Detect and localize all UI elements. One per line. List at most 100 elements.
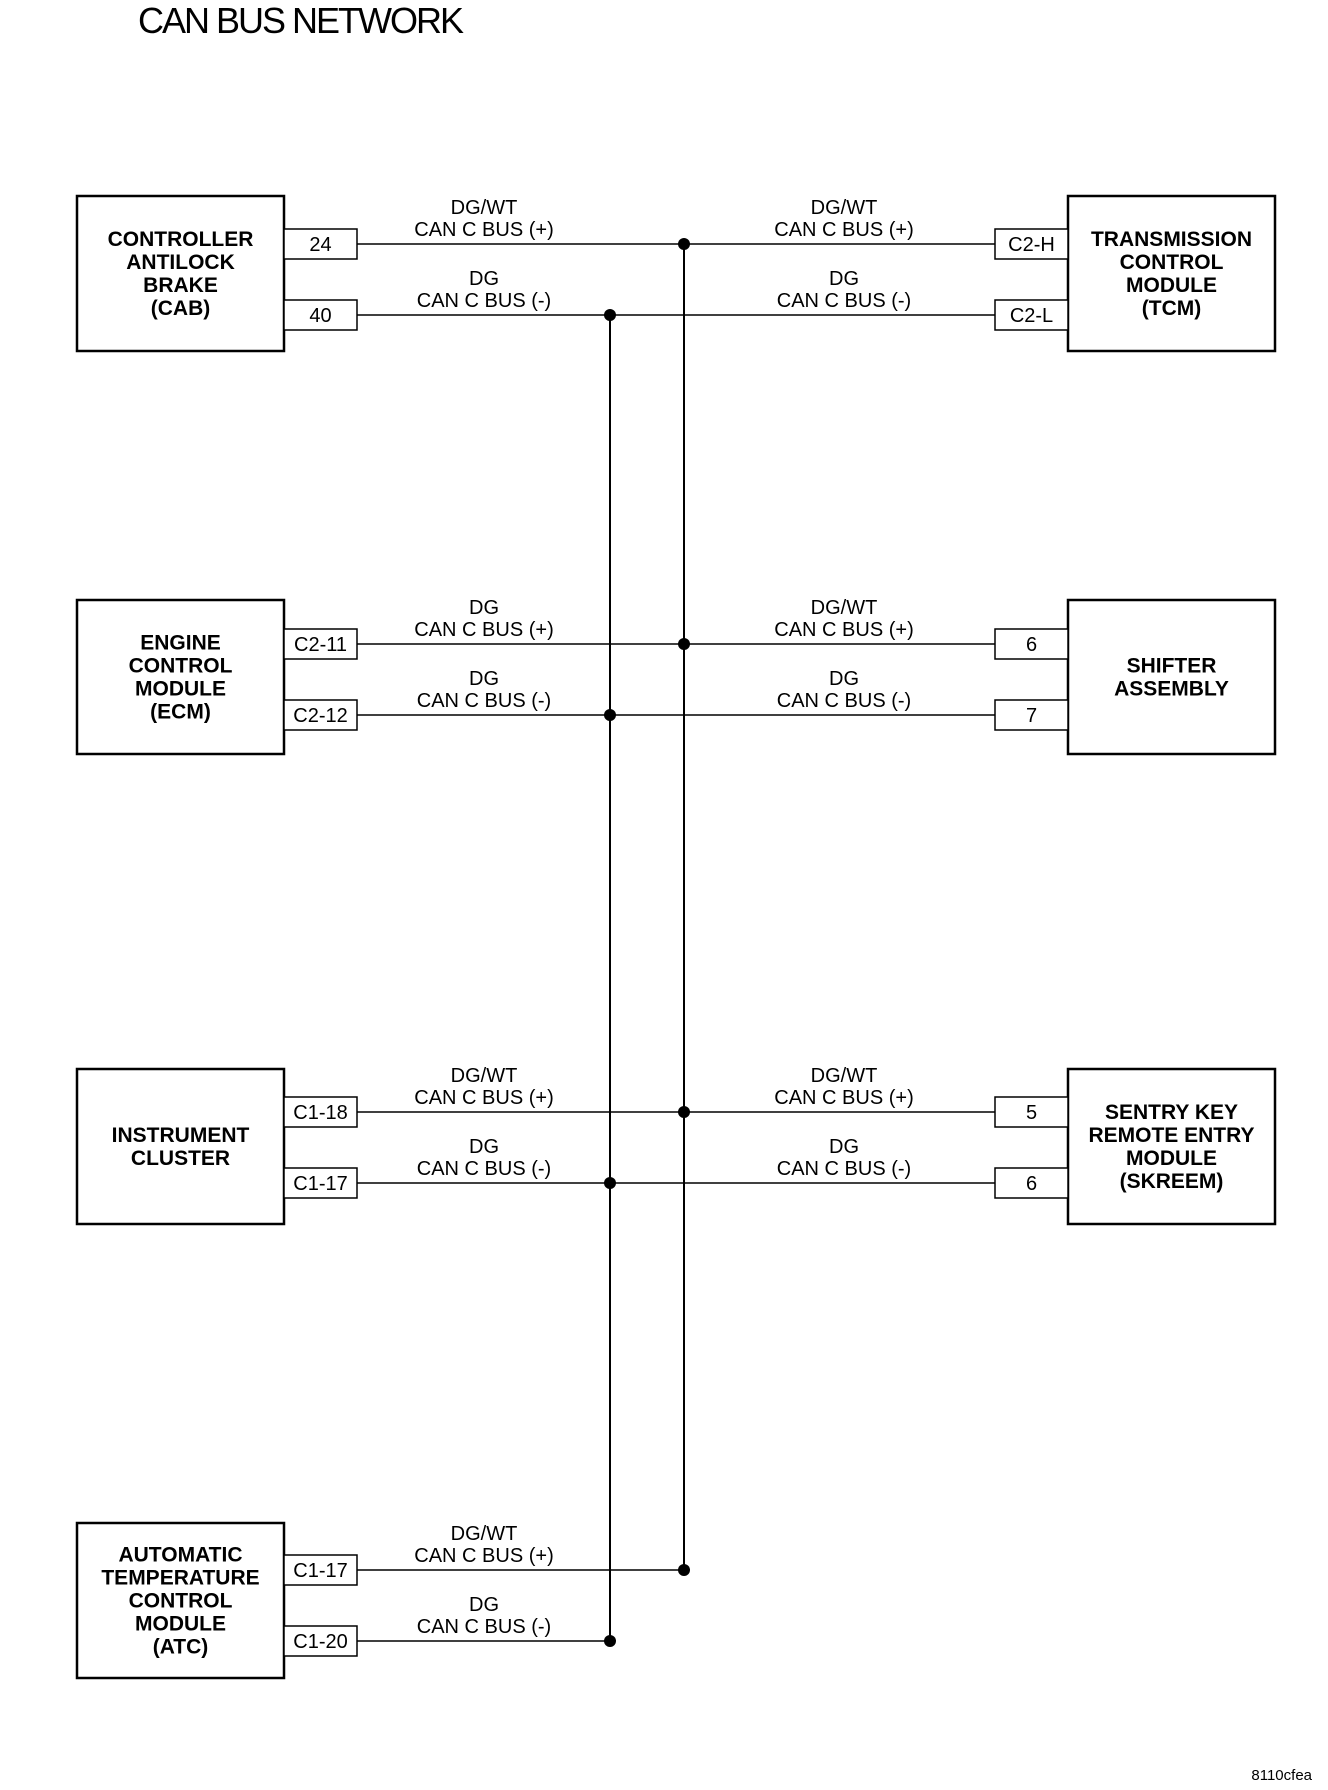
- pin-label: 24: [309, 234, 331, 256]
- wire-signal-label: CAN C BUS (-): [417, 1616, 551, 1638]
- wire-signal-label: CAN C BUS (-): [777, 290, 911, 312]
- module-box: [75, 1521, 286, 1680]
- module-label: (CAB): [151, 297, 210, 320]
- module-label: CONTROL: [129, 1590, 233, 1613]
- pin-label: 5: [1026, 1102, 1037, 1124]
- wire-signal-label: CAN C BUS (-): [777, 690, 911, 712]
- module-label: (TCM): [1142, 297, 1201, 320]
- wire-signal-label: CAN C BUS (-): [417, 1158, 551, 1180]
- pin-box: [283, 699, 358, 731]
- wire-signal-label: CAN C BUS (+): [414, 219, 553, 241]
- module-label: SHIFTER: [1127, 655, 1217, 678]
- wire-signal-label: CAN C BUS (+): [774, 219, 913, 241]
- module-label: ENGINE: [140, 632, 221, 655]
- wire-signal-label: CAN C BUS (-): [417, 690, 551, 712]
- module-label: MODULE: [135, 1613, 226, 1636]
- module-label: (ATC): [153, 1636, 209, 1659]
- wire-signal-label: CAN C BUS (-): [777, 1158, 911, 1180]
- module-label: (ECM): [150, 701, 211, 724]
- wire-color-label: DG/WT: [451, 1523, 518, 1545]
- module-label: SENTRY KEY: [1105, 1101, 1238, 1124]
- module-box: [75, 194, 286, 353]
- module-tcm: TRANSMISSIONCONTROLMODULE(TCM)C2-HDG/WTC…: [610, 194, 1277, 353]
- pin-label: C2-H: [1008, 234, 1055, 256]
- module-label: MODULE: [1126, 1147, 1217, 1170]
- wire-signal-label: CAN C BUS (+): [774, 1087, 913, 1109]
- pin-label: C1-18: [293, 1102, 347, 1124]
- wire-color-label: DG: [469, 668, 499, 690]
- wire-color-label: DG/WT: [451, 1065, 518, 1087]
- module-box: [75, 1067, 286, 1226]
- wire-signal-label: CAN C BUS (+): [414, 619, 553, 641]
- pin-box: [994, 628, 1069, 660]
- pin-label: C2-11: [294, 634, 347, 656]
- module-box: [75, 598, 286, 756]
- pin-label: C2-L: [1010, 305, 1053, 327]
- module-box: [1066, 194, 1277, 353]
- module-label: AUTOMATIC: [118, 1544, 242, 1567]
- wire-color-label: DG/WT: [451, 197, 518, 219]
- module-label: MODULE: [1126, 274, 1217, 297]
- wire-color-label: DG: [829, 268, 859, 290]
- wire-color-label: DG: [829, 668, 859, 690]
- pin-box: [283, 1167, 358, 1199]
- pin-box: [283, 1554, 358, 1586]
- module-box: [1066, 598, 1277, 756]
- pin-label: 7: [1026, 705, 1037, 727]
- wire-signal-label: CAN C BUS (+): [414, 1545, 553, 1567]
- module-label: TEMPERATURE: [101, 1567, 259, 1590]
- module-label: BRAKE: [143, 274, 218, 297]
- pin-label: 6: [1026, 1173, 1037, 1195]
- wire-color-label: DG: [469, 268, 499, 290]
- module-label: TRANSMISSION: [1091, 228, 1252, 251]
- module-label: (SKREEM): [1120, 1170, 1224, 1193]
- pin-box: [994, 699, 1069, 731]
- pin-label: 6: [1026, 634, 1037, 656]
- module-label: CONTROL: [129, 655, 233, 678]
- wire-color-label: DG: [469, 1136, 499, 1158]
- wire-color-label: DG: [829, 1136, 859, 1158]
- wire-color-label: DG: [469, 1594, 499, 1616]
- pin-label: C1-17: [293, 1173, 347, 1195]
- wire-signal-label: CAN C BUS (+): [774, 619, 913, 641]
- pin-box: [283, 1096, 358, 1128]
- wire-color-label: DG/WT: [811, 197, 878, 219]
- pin-label: 40: [309, 305, 331, 327]
- wire-signal-label: CAN C BUS (+): [414, 1087, 553, 1109]
- pin-box: [994, 1096, 1069, 1128]
- diagram-title: CAN BUS NETWORK: [138, 0, 464, 41]
- module-label: CLUSTER: [131, 1147, 230, 1170]
- module-label: CONTROL: [1120, 251, 1224, 274]
- pin-box: [283, 628, 358, 660]
- module-label: INSTRUMENT: [112, 1124, 250, 1147]
- figure-id: 8110cfea: [1251, 1767, 1312, 1784]
- module-label: ANTILOCK: [126, 251, 235, 274]
- module-label: MODULE: [135, 678, 226, 701]
- module-box: [1066, 1067, 1277, 1226]
- wire-signal-label: CAN C BUS (-): [417, 290, 551, 312]
- wire-color-label: DG: [469, 597, 499, 619]
- wire-color-label: DG/WT: [811, 1065, 878, 1087]
- pin-box: [283, 299, 358, 331]
- module-label: CONTROLLER: [108, 228, 254, 251]
